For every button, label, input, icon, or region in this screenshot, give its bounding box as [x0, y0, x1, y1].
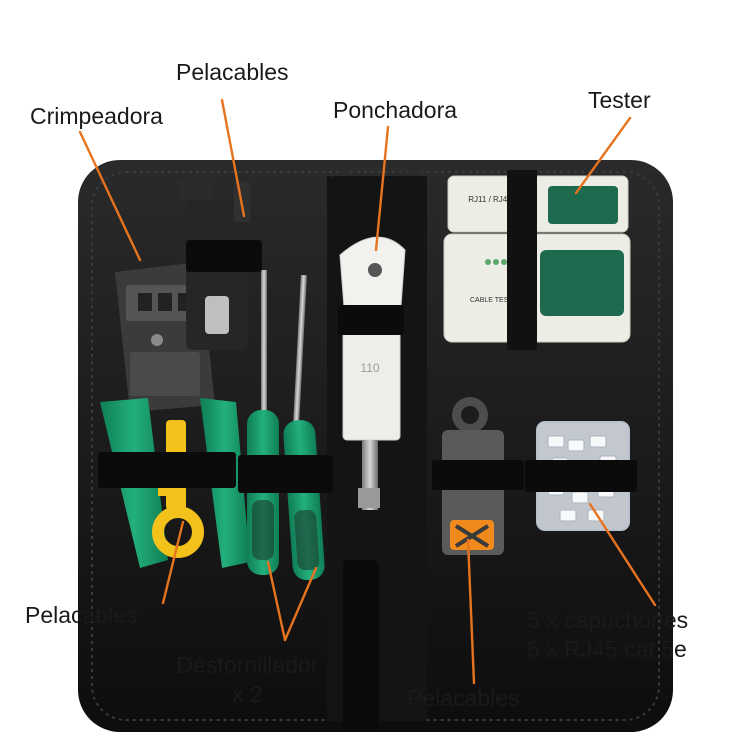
- punch-tool-tip: [358, 488, 380, 508]
- leader-pelacables-bottom: [466, 538, 476, 685]
- label-tester: Tester: [588, 87, 651, 113]
- zipper-pull-strap: [343, 560, 379, 730]
- punch-tool-body: [342, 319, 401, 441]
- punch-down-tool: 110: [339, 236, 406, 510]
- label-capuchones: 5 x capuchones 5 x RJ45 cat 5e: [527, 606, 688, 664]
- stripper-top-body: [186, 200, 248, 350]
- leader-destornillador-1: [266, 560, 287, 642]
- leader-pelacables-top: [220, 98, 246, 218]
- punch-tool-marking: 110: [360, 361, 379, 375]
- crimper-slot-1: [138, 293, 152, 311]
- label-capuchones-line2: 5 x RJ45 cat 5e: [527, 635, 687, 662]
- strap-punch-tool: [338, 305, 404, 335]
- tester-bottom-text: CABLE TESTER: [470, 297, 522, 304]
- leader-ponchadora: [374, 125, 390, 252]
- leader-lines: [78, 98, 657, 685]
- tester-remote-panel: [548, 186, 618, 224]
- strap-connector-box: [525, 460, 637, 492]
- label-destornillador-line2: x 2: [232, 680, 263, 707]
- label-crimpeadora: Crimpeadora: [30, 103, 163, 129]
- leader-pelacables-left: [161, 520, 185, 605]
- tester-strap: [507, 170, 537, 350]
- cable-tester: RJ11 / RJ45 CABLE TESTER: [443, 170, 631, 350]
- tester-top-text: RJ11 / RJ45: [468, 195, 512, 204]
- label-pelacables-left: Pelacables: [25, 602, 138, 628]
- strap-crimper: [98, 452, 236, 488]
- leader-destornillador-2: [283, 566, 318, 642]
- label-pelacables-top: Pelacables: [176, 59, 289, 85]
- screwdriver-1-shaft: [261, 270, 267, 420]
- punch-tool-hole: [368, 263, 382, 277]
- leader-tester: [574, 116, 632, 195]
- stripper-top-blade: [205, 296, 229, 334]
- case-fold: [329, 167, 431, 177]
- stripper-top-ring: [176, 176, 214, 205]
- leader-crimpeadora: [78, 130, 142, 262]
- elastic-straps: [98, 240, 637, 493]
- case-stitching: [91, 171, 660, 721]
- yellow-stripper-ring: [152, 506, 204, 558]
- label-ponchadora: Ponchadora: [333, 97, 458, 123]
- label-pelacables-bottom: Pelacables: [407, 685, 520, 711]
- label-destornillador-line1: Destornillador: [176, 652, 319, 678]
- strap-top-stripper: [186, 240, 262, 272]
- leader-capuchones: [588, 502, 657, 607]
- crimper-body: [130, 352, 200, 396]
- punch-tool-top: [339, 236, 406, 321]
- screwdriver-2-shaft: [293, 274, 307, 426]
- crimper-pivot: [151, 334, 163, 346]
- tester-main-panel: [540, 250, 624, 316]
- strap-coax-stripper: [432, 460, 524, 490]
- stripper-top: [176, 176, 250, 350]
- strap-screwdrivers: [238, 455, 333, 493]
- label-capuchones-line1: 5 x capuchones: [527, 607, 689, 633]
- label-destornillador: Destornillador x 2: [160, 651, 335, 709]
- crimper-slot-2: [158, 293, 172, 311]
